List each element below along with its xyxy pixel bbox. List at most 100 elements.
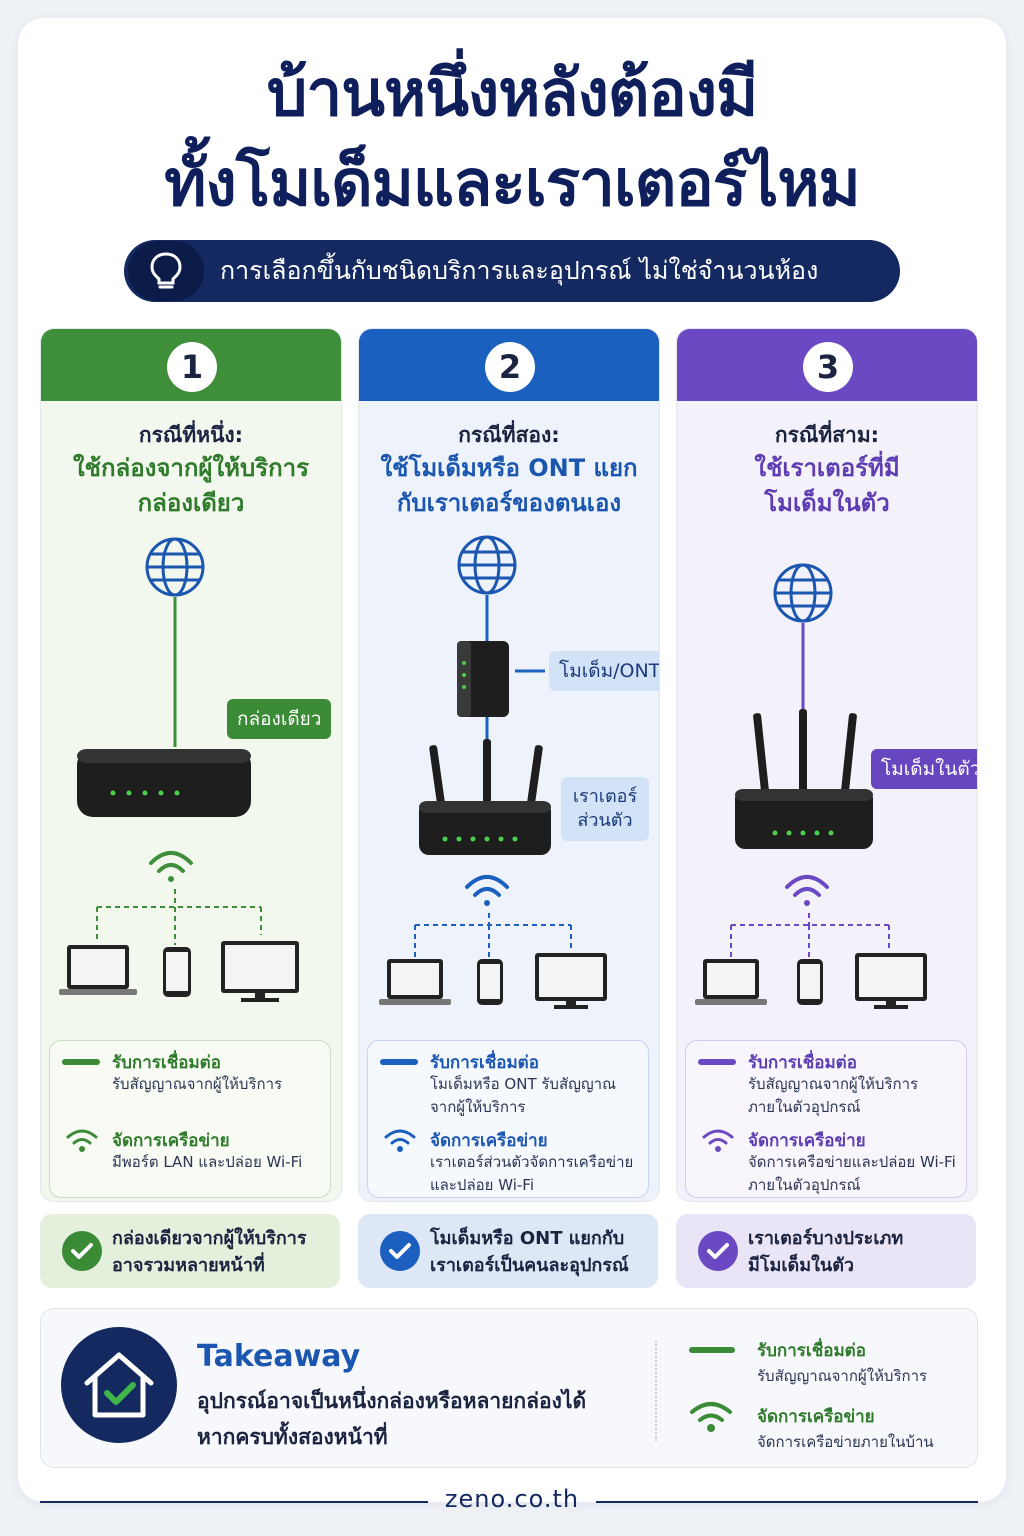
case-number: 2 — [485, 342, 535, 392]
footer-line-left — [40, 1501, 428, 1503]
network-branches — [730, 913, 890, 959]
wifi-icon — [149, 851, 193, 882]
connection-line-icon — [689, 1347, 735, 1353]
case-column-2: 2 กรณีที่สอง: ใช้โมเด็มหรือ ONT แยก กับเ… — [358, 328, 660, 1202]
network-text-2: ภายในตัวอุปกรณ์ — [748, 1176, 861, 1194]
globe-icon — [145, 537, 205, 597]
network-text: มีพอร์ต LAN และปล่อย Wi-Fi — [112, 1153, 303, 1171]
laptop-icon — [695, 959, 767, 1005]
connect-title: รับการเชื่อมต่อ — [112, 1053, 221, 1073]
note-text: เราเตอร์บางประเภทมีโมเด็มในตัว — [748, 1225, 903, 1279]
note-text: กล่องเดียวจากผู้ให้บริการอาจรวมหลายหน้าท… — [112, 1225, 307, 1279]
note-line2: มีโมเด็มในตัว — [748, 1255, 854, 1276]
takeaway-box: Takeaway อุปกรณ์อาจเป็นหนึ่งกล่องหรือหลา… — [40, 1308, 978, 1468]
network-branches — [414, 913, 572, 959]
monitor-icon — [535, 953, 607, 1009]
check-icon — [698, 1231, 738, 1271]
built-in-modem-tag: โมเด็มในตัว — [871, 749, 977, 789]
page-title-line2: ทั้งโมเด็มและเราเตอร์ไหม — [164, 147, 860, 221]
wifi-icon — [465, 875, 509, 906]
info-box-1: รับการเชื่อมต่อ รับสัญญาณจากผู้ให้บริการ… — [49, 1040, 331, 1198]
router-tag-line1: เราเตอร์ — [572, 786, 638, 807]
phone-icon — [163, 947, 191, 997]
legend-connect-title: รับการเชื่อมต่อ — [757, 1341, 866, 1361]
case-subtitle-line2: โมเด็มในตัว — [764, 489, 890, 517]
case-diagram-3 — [695, 563, 927, 1009]
router-tag-line2: ส่วนตัว — [577, 810, 633, 831]
connection-line-icon — [380, 1059, 418, 1065]
takeaway-text: อุปกรณ์อาจเป็นหนึ่งกล่องหรือหลายกล่องได้… — [197, 1383, 586, 1455]
case-label: กรณีที่สาม: — [774, 423, 880, 447]
info-box-3: รับการเชื่อมต่อ รับสัญญาณจากผู้ให้บริการ… — [685, 1040, 967, 1198]
takeaway-title: Takeaway — [197, 1339, 361, 1374]
network-text-1: จัดการเครือข่ายและปล่อย Wi-Fi — [748, 1153, 956, 1171]
case-subtitle-line2: กล่องเดียว — [137, 489, 245, 517]
case-label: กรณีที่หนึ่ง: — [138, 423, 244, 447]
network-title: จัดการเครือข่าย — [430, 1131, 548, 1151]
note-line2: เราเตอร์เป็นคนละอุปกรณ์ — [430, 1255, 629, 1276]
info-box-2: รับการเชื่อมต่อ โมเด็มหรือ ONT รับสัญญาณ… — [367, 1040, 649, 1198]
note-2: โมเด็มหรือ ONT แยกกับเราเตอร์เป็นคนละอุป… — [358, 1214, 658, 1288]
note-line1: กล่องเดียวจากผู้ให้บริการ — [112, 1228, 307, 1249]
lightbulb-icon — [128, 241, 204, 301]
case-diagram-2 — [379, 535, 607, 1009]
laptop-icon — [59, 945, 137, 995]
network-text-1: เราเตอร์ส่วนตัวจัดการเครือข่าย — [430, 1153, 634, 1171]
case-subtitle: ใช้เราเตอร์ที่มี โมเด็มในตัว — [677, 451, 977, 521]
globe-icon — [457, 535, 517, 595]
house-check-icon — [61, 1327, 177, 1443]
modem-ont-tag: โมเด็ม/ONT — [549, 651, 659, 691]
wifi-icon — [785, 875, 829, 906]
footer-link[interactable]: zeno.co.th — [444, 1485, 580, 1513]
note-text: โมเด็มหรือ ONT แยกกับเราเตอร์เป็นคนละอุป… — [430, 1225, 629, 1279]
note-line2: อาจรวมหลายหน้าที่ — [112, 1255, 265, 1276]
network-text-2: และปล่อย Wi-Fi — [430, 1176, 534, 1194]
router-icon — [419, 739, 551, 855]
check-icon — [380, 1231, 420, 1271]
case-subtitle-line1: ใช้เราเตอร์ที่มี — [754, 454, 900, 482]
connect-title: รับการเชื่อมต่อ — [430, 1053, 539, 1073]
wifi-icon — [702, 1129, 734, 1152]
monitor-icon — [855, 953, 927, 1009]
case-subtitle: ใช้กล่องจากผู้ให้บริการ กล่องเดียว — [41, 451, 341, 521]
wifi-icon — [66, 1129, 98, 1152]
note-1: กล่องเดียวจากผู้ให้บริการอาจรวมหลายหน้าท… — [40, 1214, 340, 1288]
globe-icon — [773, 563, 833, 623]
connect-text-1: รับสัญญาณจากผู้ให้บริการ — [748, 1075, 919, 1093]
personal-router-tag: เราเตอร์ ส่วนตัว — [561, 777, 649, 841]
case-subtitle-line1: ใช้โมเด็มหรือ ONT แยก — [380, 454, 638, 482]
page-title-line1: บ้านหนึ่งหลังต้องมี — [266, 57, 759, 131]
case-subtitle: ใช้โมเด็มหรือ ONT แยก กับเราเตอร์ของตนเอ… — [359, 451, 659, 521]
wifi-icon — [384, 1129, 416, 1152]
phone-icon — [477, 959, 503, 1005]
connect-text-2: จากผู้ให้บริการ — [430, 1098, 526, 1116]
case-number: 3 — [803, 342, 853, 392]
laptop-icon — [379, 959, 451, 1005]
router-modem-icon — [735, 709, 873, 849]
case-diagram-1 — [59, 537, 299, 1002]
case-subtitle-line2: กับเราเตอร์ของตนเอง — [396, 489, 622, 517]
network-title: จัดการเครือข่าย — [112, 1131, 230, 1151]
wifi-icon — [690, 1402, 732, 1432]
check-icon — [62, 1231, 102, 1271]
legend-connect-text: รับสัญญาณจากผู้ให้บริการ — [757, 1367, 928, 1385]
note-line1: โมเด็มหรือ ONT แยกกับ — [430, 1228, 625, 1249]
case-column-1: 1 กรณีที่หนึ่ง: ใช้กล่องจากผู้ให้บริการ … — [40, 328, 342, 1202]
single-box-tag: กล่องเดียว — [227, 699, 332, 739]
network-title: จัดการเครือข่าย — [748, 1131, 866, 1151]
banner-text: การเลือกขึ้นกับชนิดบริการและอุปกรณ์ ไม่ใ… — [220, 256, 819, 285]
network-branches — [96, 889, 262, 945]
legend-network-title: จัดการเครือข่าย — [757, 1407, 875, 1427]
connect-title: รับการเชื่อมต่อ — [748, 1053, 857, 1073]
connection-line-icon — [62, 1059, 100, 1065]
connection-line-icon — [698, 1059, 736, 1065]
connect-text-1: โมเด็มหรือ ONT รับสัญญาณ — [430, 1075, 617, 1093]
divider — [655, 1341, 657, 1441]
monitor-icon — [221, 941, 299, 1002]
connect-text: รับสัญญาณจากผู้ให้บริการ — [112, 1075, 283, 1093]
phone-icon — [797, 959, 823, 1005]
case-number: 1 — [167, 342, 217, 392]
case-label: กรณีที่สอง: — [458, 423, 560, 447]
legend-network-text: จัดการเครือข่ายภายในบ้าน — [757, 1433, 934, 1451]
gateway-box-icon — [77, 749, 251, 817]
